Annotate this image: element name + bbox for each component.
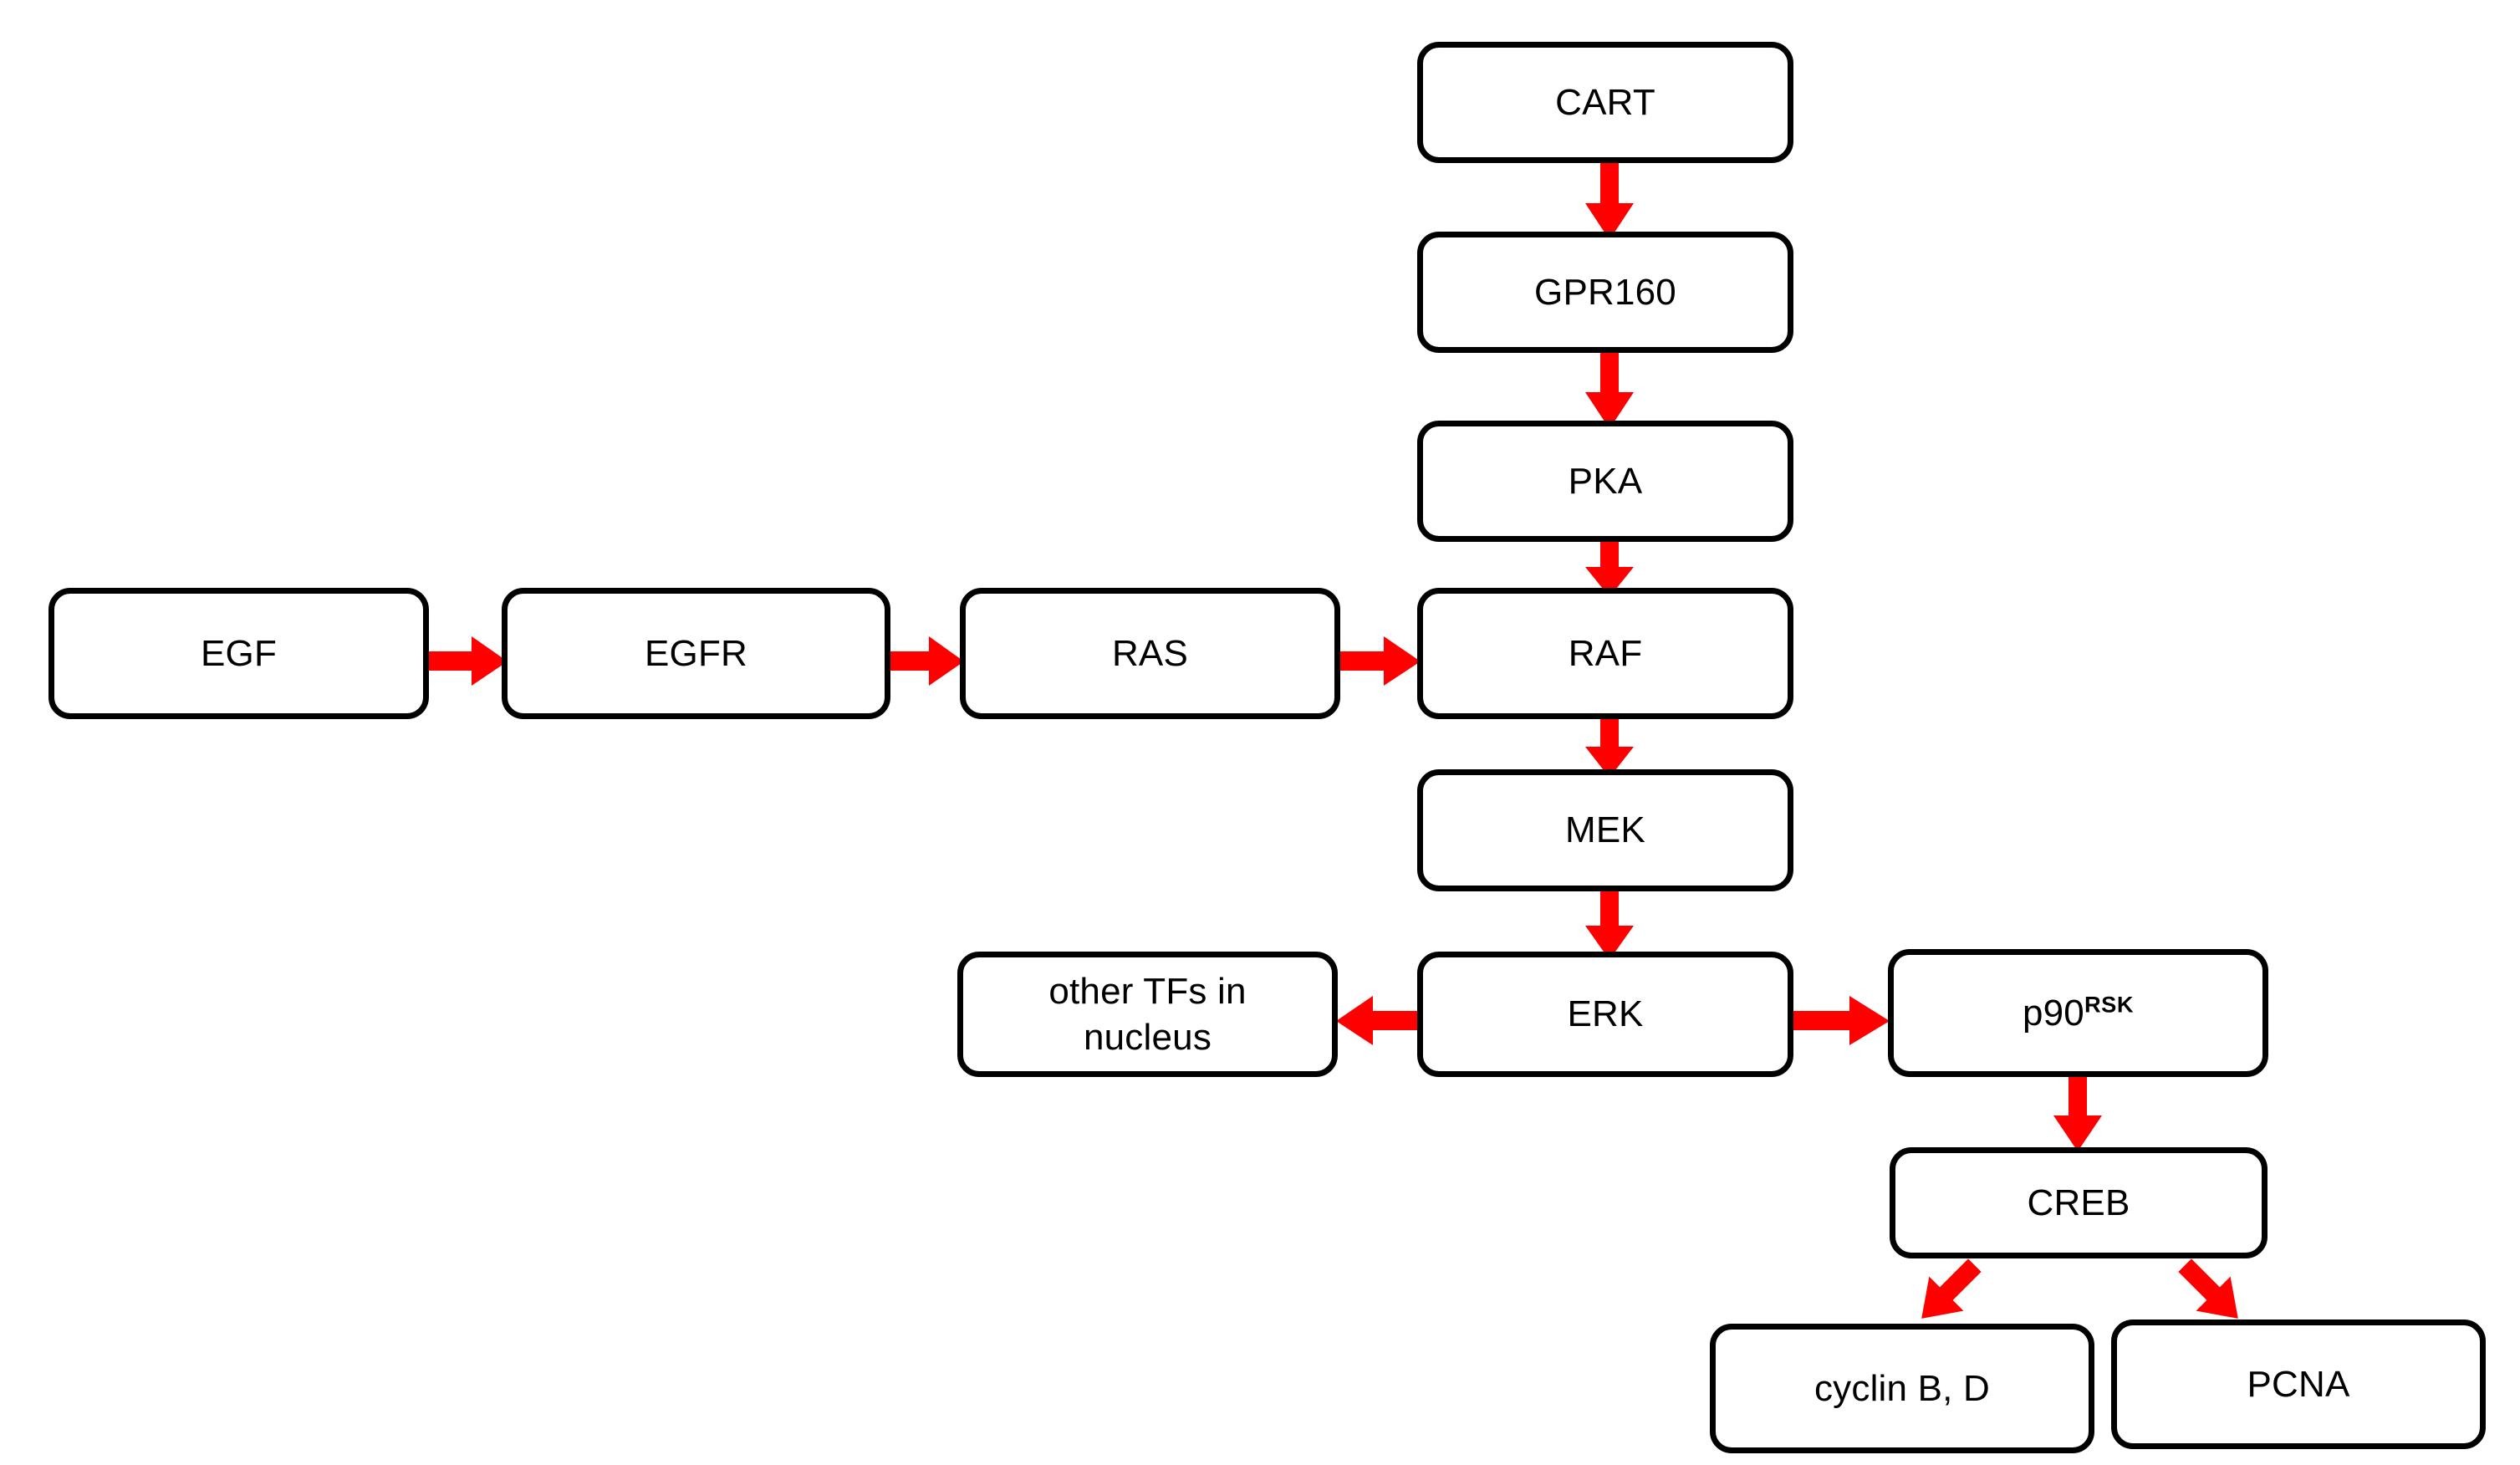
node-p90rsk-base: p90	[2022, 992, 2084, 1034]
node-mek[interactable]: MEK	[1417, 769, 1793, 891]
node-raf[interactable]: RAF	[1417, 588, 1793, 719]
node-egfr-label: EGFR	[644, 632, 748, 674]
node-other-tfs-in-nucleus-label: other TFs in nucleus	[1048, 970, 1247, 1058]
node-cyclin-b-d[interactable]: cyclin B, D	[1710, 1324, 2094, 1453]
arrow-egf-to-egfr	[425, 636, 508, 687]
arrow-ras-to-raf	[1336, 636, 1421, 687]
arrow-erk-to-other-tfs	[1334, 995, 1421, 1047]
node-pcna-label: PCNA	[2247, 1363, 2350, 1405]
node-other-tfs-in-nucleus[interactable]: other TFs in nucleus	[957, 952, 1338, 1077]
node-gpr160[interactable]: GPR160	[1417, 232, 1793, 353]
arrow-raf-to-mek	[1584, 713, 1635, 778]
node-cart[interactable]: CART	[1417, 42, 1793, 163]
arrow-creb-to-cyclin	[1898, 1248, 1998, 1336]
node-ras[interactable]: RAS	[960, 588, 1340, 719]
node-egf-label: EGF	[200, 632, 278, 674]
node-ras-label: RAS	[1111, 632, 1189, 674]
node-p90rsk[interactable]: p90RSK	[1888, 949, 2268, 1077]
arrow-gpr160-to-pka	[1584, 346, 1635, 430]
node-p90rsk-superscript: RSK	[2084, 991, 2135, 1018]
node-raf-label: RAF	[1568, 632, 1643, 674]
arrow-cart-to-gpr160	[1584, 157, 1635, 241]
node-creb[interactable]: CREB	[1890, 1147, 2267, 1258]
node-pka[interactable]: PKA	[1417, 421, 1793, 542]
node-erk-label: ERK	[1567, 993, 1644, 1035]
node-mek-label: MEK	[1565, 809, 1645, 851]
node-p90rsk-label: p90RSK	[2023, 990, 2134, 1036]
node-pcna[interactable]: PCNA	[2111, 1320, 2486, 1449]
node-gpr160-label: GPR160	[1534, 271, 1676, 313]
node-erk[interactable]: ERK	[1417, 952, 1793, 1077]
arrow-pka-to-raf	[1584, 535, 1635, 598]
node-cyclin-b-d-label: cyclin B, D	[1813, 1367, 1991, 1409]
arrow-mek-to-erk	[1584, 886, 1635, 961]
node-cart-label: CART	[1555, 81, 1655, 123]
arrow-egfr-to-ras	[885, 636, 965, 687]
node-creb-label: CREB	[2027, 1182, 2130, 1223]
node-egfr[interactable]: EGFR	[502, 588, 890, 719]
arrow-p90rsk-to-creb	[2053, 1072, 2103, 1152]
node-pka-label: PKA	[1568, 460, 1643, 502]
node-egf[interactable]: EGF	[48, 588, 429, 719]
arrow-erk-to-p90rsk	[1789, 995, 1891, 1047]
arrow-creb-to-pcna	[2161, 1248, 2262, 1336]
